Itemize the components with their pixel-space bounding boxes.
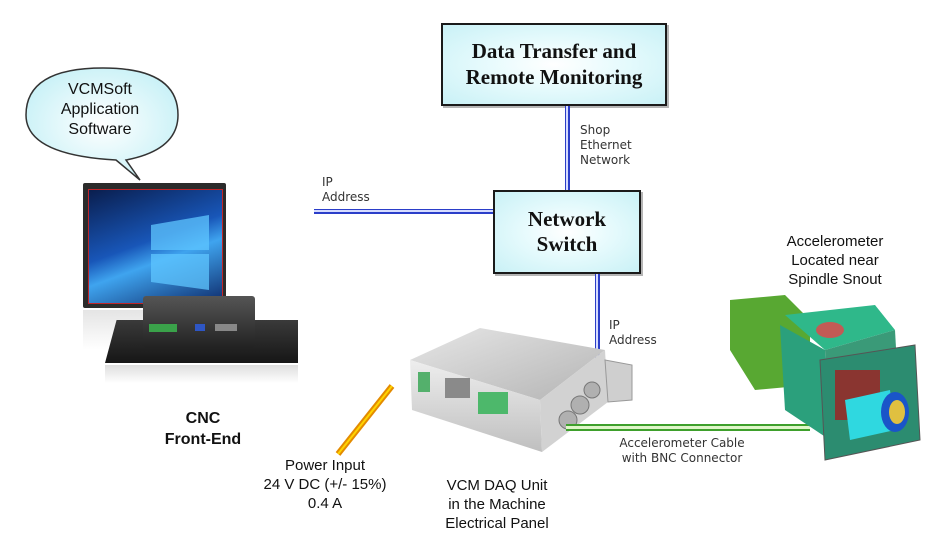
lan-ports	[215, 324, 237, 331]
power-input-caption: Power Input 24 V DC (+/- 15%) 0.4 A	[245, 456, 405, 513]
cnc-caption: CNC Front-End	[148, 408, 258, 450]
label-line: Network	[580, 153, 631, 167]
label-line: Address	[609, 333, 657, 347]
box-line: Data Transfer and	[471, 39, 637, 64]
cnc-front-end-image	[83, 183, 298, 383]
box-pc	[143, 296, 255, 348]
base-reflection	[105, 365, 298, 383]
caption-line: CNC	[185, 410, 221, 427]
caption-line: VCM DAQ Unit	[446, 477, 548, 494]
label-line: Accelerometer Cable	[619, 436, 745, 450]
caption-line: Front-End	[164, 431, 242, 448]
accelerometer-caption: Accelerometer Located near Spindle Snout	[770, 232, 900, 289]
bubble-line: Application	[60, 101, 140, 118]
box-line: Remote Monitoring	[465, 64, 643, 89]
daq-unit-image	[410, 328, 633, 452]
bubble-line: VCMSoft	[67, 81, 132, 98]
label-line: Ethernet	[580, 138, 632, 152]
spindle-image	[730, 295, 921, 461]
data-transfer-box: Data Transfer and Remote Monitoring	[441, 23, 667, 106]
caption-line: 24 V DC (+/- 15%)	[263, 476, 387, 493]
speech-bubble	[25, 67, 179, 181]
caption-line: Spindle Snout	[788, 271, 882, 288]
caption-line: Located near	[791, 252, 879, 269]
windows-screen	[88, 189, 223, 304]
speech-bubble-text: VCMSoft Application Software	[50, 80, 150, 140]
label-line: Address	[322, 190, 370, 204]
caption-line: Electrical Panel	[445, 515, 549, 532]
bubble-line: Software	[68, 121, 132, 138]
shop-ethernet-link	[565, 106, 570, 191]
monitor-bezel	[83, 183, 226, 308]
windows-logo-icon	[151, 215, 209, 290]
accelerometer-cable-label: Accelerometer Cable with BNC Connector	[612, 436, 752, 466]
label-line: IP	[322, 175, 333, 189]
label-line: IP	[609, 318, 620, 332]
accelerometer-cable-link	[566, 424, 810, 431]
ip-address-label-right: IP Address	[609, 318, 657, 348]
power-wire	[335, 384, 395, 456]
shop-ethernet-label: Shop Ethernet Network	[580, 123, 632, 168]
box-line: Network	[527, 206, 607, 231]
vga-port	[195, 324, 205, 331]
ip-address-link-right	[595, 274, 600, 396]
caption-line: Accelerometer	[786, 233, 884, 250]
box-line: Switch	[536, 232, 598, 256]
label-line: with BNC Connector	[621, 451, 743, 465]
ip-address-label-left: IP Address	[322, 175, 370, 205]
caption-line: Power Input	[284, 457, 366, 474]
label-line: Shop	[580, 123, 611, 137]
caption-line: in the Machine	[448, 496, 546, 513]
terminal-block	[149, 324, 177, 332]
caption-line: 0.4 A	[307, 495, 343, 512]
network-switch-box: Network Switch	[493, 190, 641, 274]
ip-address-link-left	[314, 209, 493, 214]
daq-unit-caption: VCM DAQ Unit in the Machine Electrical P…	[432, 476, 562, 533]
